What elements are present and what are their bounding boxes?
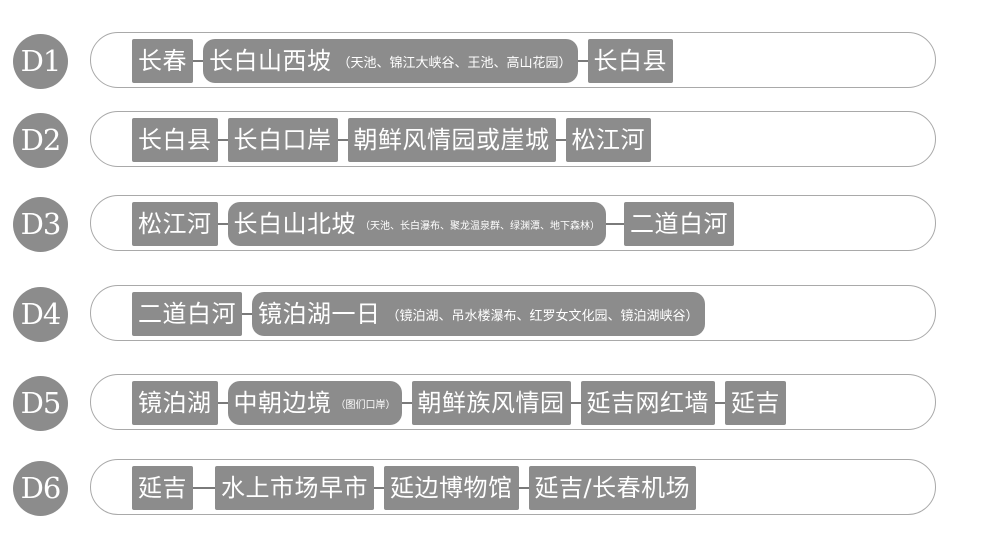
route-stops: 延吉 水上市场早市 延边博物馆 延吉/长春机场 — [132, 466, 946, 510]
day-badge: D1 — [13, 34, 68, 89]
connector-line — [570, 402, 581, 404]
stop: 镜泊湖 — [132, 381, 218, 425]
stop: 长白山北坡 （天池、长白瀑布、聚龙温泉群、绿渊潭、地下森林） — [227, 202, 606, 246]
stop-name: 镜泊湖 — [138, 389, 212, 417]
stop: 松江河 — [132, 202, 218, 246]
stop: 朝鲜风情园或崖城 — [347, 118, 556, 162]
stop: 松江河 — [565, 118, 651, 162]
stop-name: 延吉网红墙 — [586, 389, 709, 417]
stop-name: 水上市场早市 — [221, 474, 368, 502]
connector-line — [374, 487, 384, 489]
stop: 长白口岸 — [227, 118, 338, 162]
stop-name: 松江河 — [138, 210, 212, 238]
stop-name: 朝鲜风情园或崖城 — [353, 126, 550, 154]
connector-line — [193, 60, 203, 62]
day-badge: D5 — [13, 376, 68, 431]
stop: 长春 — [132, 39, 193, 83]
stop-name: 松江河 — [571, 126, 645, 154]
stop-name: 中朝边境 — [233, 389, 332, 417]
stop-name: 延吉 — [138, 474, 187, 502]
route-stops: 松江河 长白山北坡 （天池、长白瀑布、聚龙温泉群、绿渊潭、地下森林） 二道白河 — [132, 202, 946, 246]
stop-name: 长白县 — [138, 126, 212, 154]
day-row-d2: D2 长白县 长白口岸 朝鲜风情园或崖城 松江河 — [0, 110, 1006, 170]
stop: 延吉 — [725, 381, 786, 425]
day-row-d5: D5 镜泊湖 中朝边境 （图们口岸） 朝鲜族风情园 延吉网红墙 延吉 — [0, 373, 1006, 433]
stop-detail: （图们口岸） — [335, 399, 396, 411]
stop: 延吉网红墙 — [580, 381, 715, 425]
day-badge: D4 — [13, 287, 68, 342]
route-stops: 镜泊湖 中朝边境 （图们口岸） 朝鲜族风情园 延吉网红墙 延吉 — [132, 381, 946, 425]
stop-detail: （天池、长白瀑布、聚龙温泉群、绿渊潭、地下森林） — [360, 220, 600, 232]
stop: 中朝边境 （图们口岸） — [227, 381, 402, 425]
connector-line — [401, 402, 412, 404]
stop: 延吉/长春机场 — [528, 466, 697, 510]
stop: 水上市场早市 — [215, 466, 374, 510]
stop: 朝鲜族风情园 — [411, 381, 571, 425]
connector-line — [715, 402, 725, 404]
day-row-d3: D3 松江河 长白山北坡 （天池、长白瀑布、聚龙温泉群、绿渊潭、地下森林） 二道… — [0, 194, 1006, 254]
stop: 长白县 — [132, 118, 218, 162]
stop: 镜泊湖一日 （镜泊湖、吊水楼瀑布、红罗女文化园、镜泊湖峡谷） — [252, 292, 705, 336]
connector-line — [337, 139, 348, 141]
day-badge: D6 — [13, 461, 68, 516]
stop-name: 长白山北坡 — [233, 210, 356, 238]
connector-line — [217, 223, 228, 225]
connector-line — [555, 139, 566, 141]
stop: 长白县 — [587, 39, 674, 83]
route-stops: 长春 长白山西坡 （天池、锦江大峡谷、王池、高山花园） 长白县 — [132, 39, 946, 83]
stop: 延吉 — [132, 466, 193, 510]
day-row-d1: D1 长春 长白山西坡 （天池、锦江大峡谷、王池、高山花园） 长白县 — [0, 31, 1006, 91]
day-badge: D2 — [13, 113, 68, 168]
day-row-d4: D4 二道白河 镜泊湖一日 （镜泊湖、吊水楼瀑布、红罗女文化园、镜泊湖峡谷） — [0, 284, 1006, 344]
stop-name: 二道白河 — [630, 210, 728, 238]
stop-name: 延吉 — [731, 389, 780, 417]
connector-line — [217, 139, 228, 141]
stop-name: 延边博物馆 — [390, 474, 513, 502]
connector-line — [577, 60, 588, 62]
stop-name: 朝鲜族风情园 — [417, 389, 565, 417]
stop-detail: （天池、锦江大峡谷、王池、高山花园） — [337, 55, 572, 71]
connector-line — [193, 487, 215, 489]
day-row-d6: D6 延吉 水上市场早市 延边博物馆 延吉/长春机场 — [0, 458, 1006, 518]
connector-line — [606, 223, 624, 225]
stop-detail: （镜泊湖、吊水楼瀑布、红罗女文化园、镜泊湖峡谷） — [386, 308, 699, 324]
stop-name: 长白口岸 — [233, 126, 332, 154]
stop: 长白山西坡 （天池、锦江大峡谷、王池、高山花园） — [203, 39, 578, 83]
stop: 延边博物馆 — [384, 466, 519, 510]
stop: 二道白河 — [132, 292, 242, 336]
stop: 二道白河 — [624, 202, 734, 246]
connector-line — [518, 487, 529, 489]
stop-name: 二道白河 — [138, 300, 236, 328]
connector-line — [217, 402, 228, 404]
stop-name: 长白县 — [593, 47, 668, 75]
route-stops: 长白县 长白口岸 朝鲜风情园或崖城 松江河 — [132, 118, 946, 162]
route-stops: 二道白河 镜泊湖一日 （镜泊湖、吊水楼瀑布、红罗女文化园、镜泊湖峡谷） — [132, 292, 946, 336]
stop-name: 延吉/长春机场 — [534, 474, 691, 502]
day-badge: D3 — [13, 197, 68, 252]
stop-name: 镜泊湖一日 — [258, 300, 381, 328]
stop-name: 长白山西坡 — [209, 47, 332, 75]
connector-line — [242, 313, 252, 315]
stop-name: 长春 — [138, 47, 187, 75]
